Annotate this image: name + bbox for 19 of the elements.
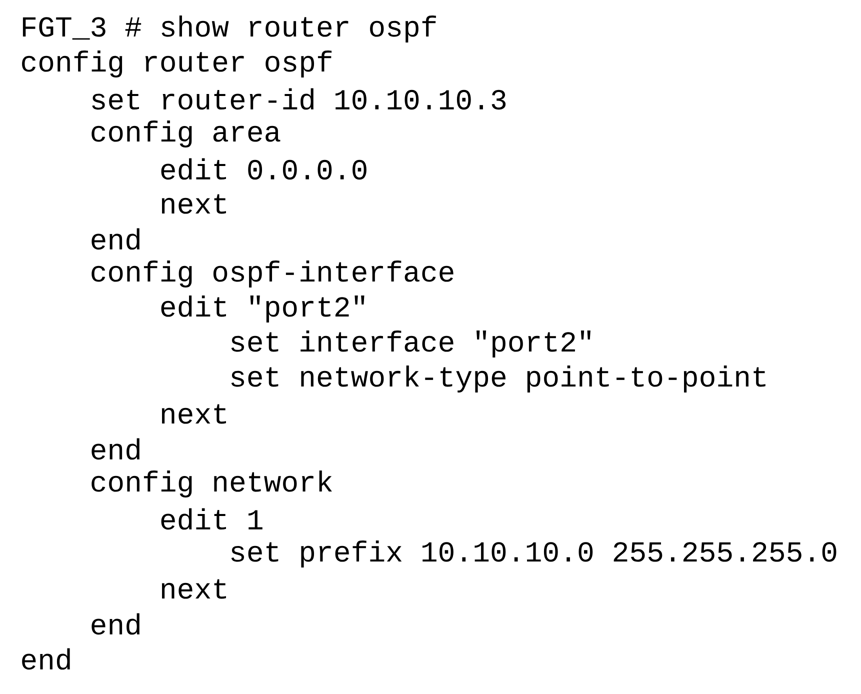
code-line: edit "port2" (161, 295, 364, 323)
code-line: end (92, 613, 140, 635)
code-line: config router ospf (22, 50, 332, 78)
code-line: set interface "port2" (231, 330, 590, 358)
code-line: end (22, 648, 70, 670)
code-line: edit 0.0.0.0 (161, 158, 366, 180)
code-line: FGT_3 # show router ospf (22, 15, 436, 43)
code-line: next (162, 404, 226, 424)
code-line: config network (92, 470, 332, 498)
code-line: next (162, 194, 226, 214)
code-line: config area (92, 120, 280, 148)
code-line: end (92, 228, 140, 250)
code-line: config ospf-interface (92, 260, 454, 288)
code-line: edit 1 (161, 508, 262, 530)
code-line: next (162, 579, 226, 599)
code-line: end (92, 438, 140, 460)
code-line: set router-id 10.10.10.3 (92, 88, 506, 110)
code-line: set prefix 10.10.10.0 255.255.255.0 (231, 540, 836, 568)
code-line: set network-type point-to-point (231, 365, 766, 393)
